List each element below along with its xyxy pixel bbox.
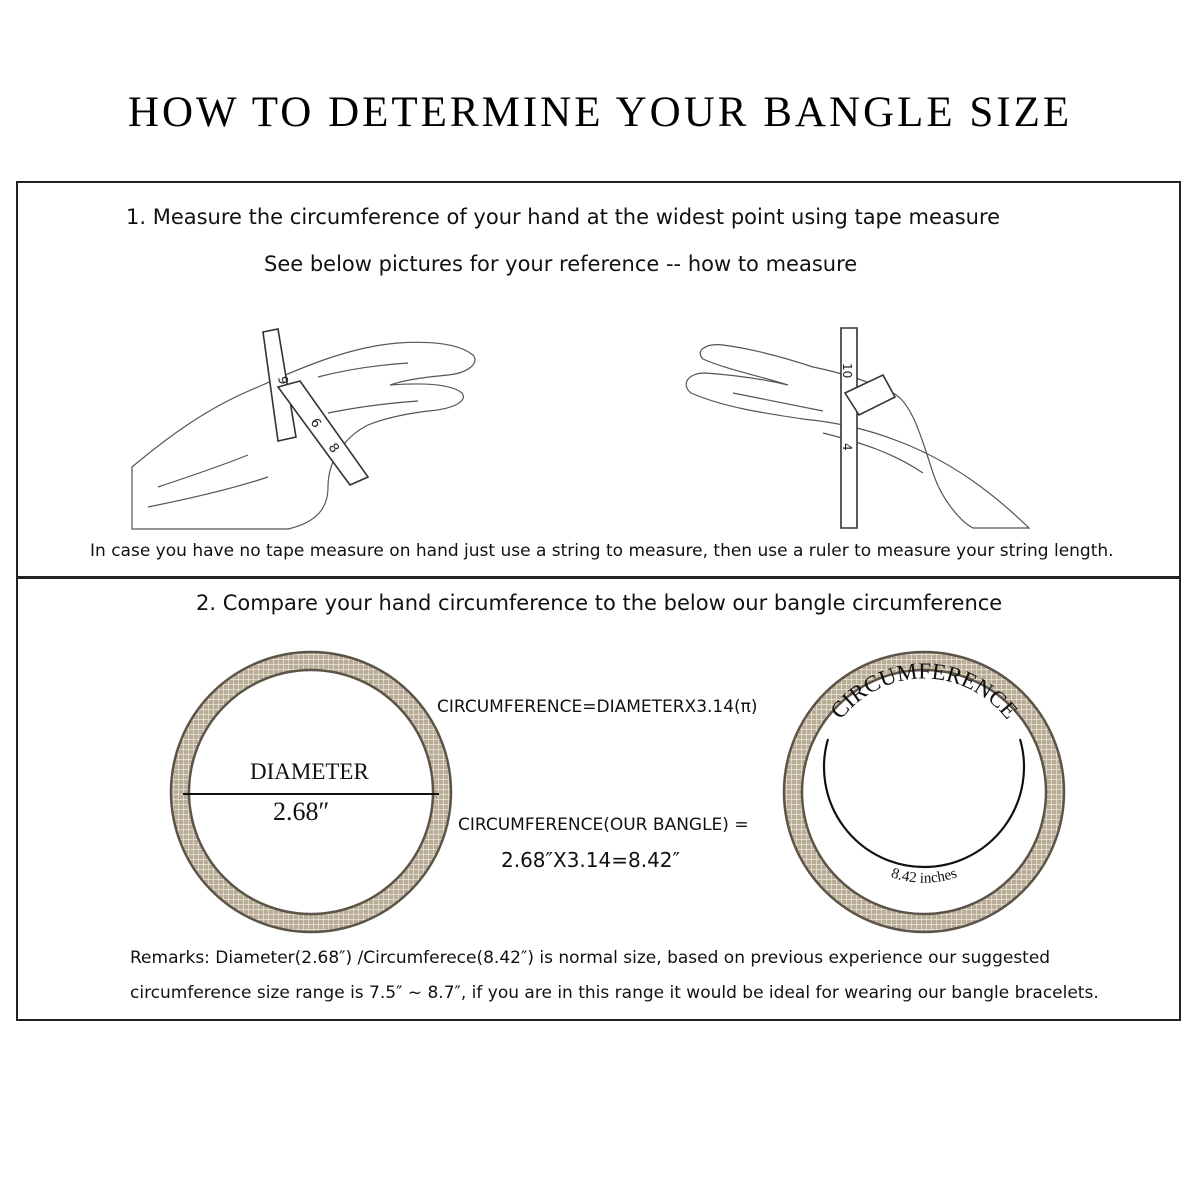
- hand-measure-right-icon: 10 4: [685, 327, 1031, 529]
- measure-section: 1. Measure the circumference of your han…: [16, 181, 1181, 578]
- hand-measure-left-icon: 9 6 8: [131, 328, 476, 530]
- compare-section: 2. Compare your hand circumference to th…: [16, 577, 1181, 1021]
- remarks-line-2: circumference size range is 7.5″ ~ 8.7″,…: [130, 983, 1099, 1003]
- svg-text:4: 4: [840, 443, 854, 451]
- page-title: HOW TO DETERMINE YOUR BANGLE SIZE: [127, 89, 1073, 136]
- our-bangle-formula-label: CIRCUMFERENCE(OUR BANGLE) =: [458, 815, 749, 835]
- step2-heading: 2. Compare your hand circumference to th…: [196, 591, 1003, 615]
- step1-heading: 1. Measure the circumference of your han…: [126, 205, 1001, 229]
- bangle-circumference-diagram: CIRCUMFERENCE 8.42 inches: [782, 650, 1066, 934]
- diameter-value: 2.68″: [273, 797, 330, 826]
- step1-subheading: See below pictures for your reference --…: [264, 252, 858, 276]
- circumference-formula: CIRCUMFERENCE=DIAMETERX3.14(π): [437, 697, 758, 717]
- circumference-value: 8.42 inches: [889, 865, 959, 886]
- svg-text:8.42 inches: 8.42 inches: [889, 865, 959, 886]
- svg-text:9: 9: [274, 375, 290, 386]
- step1-note: In case you have no tape measure on hand…: [90, 541, 1114, 561]
- remarks-line-1: Remarks: Diameter(2.68″) /Circumferece(8…: [130, 948, 1051, 968]
- diameter-label: DIAMETER: [250, 759, 369, 784]
- our-bangle-formula-result: 2.68″X3.14=8.42″: [501, 848, 680, 872]
- bangle-diameter-diagram: [169, 650, 453, 934]
- svg-text:10: 10: [840, 363, 854, 378]
